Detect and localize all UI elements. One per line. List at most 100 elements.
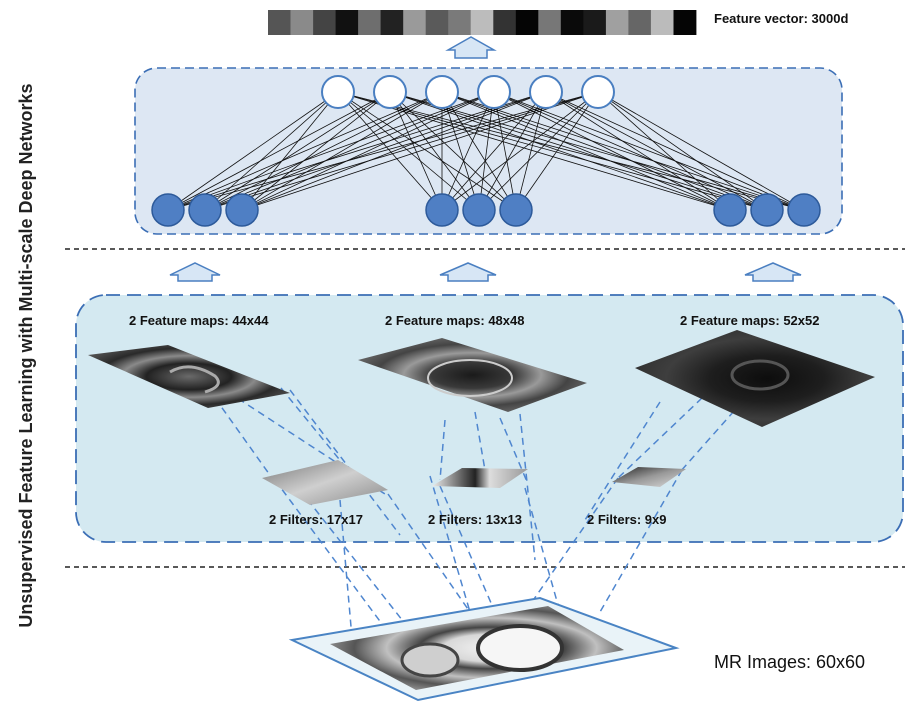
feature-vector-cell: [650, 10, 674, 35]
up-arrow-icon: [439, 262, 497, 282]
feature-map-label: 2 Feature maps: 52x52: [680, 313, 820, 328]
network-connections: [167, 91, 805, 211]
network-edge: [441, 91, 599, 211]
network-edge: [441, 91, 731, 211]
network-edge: [389, 91, 443, 211]
feature-vector-cell: [470, 10, 494, 35]
feature-vector-cell: [493, 10, 517, 35]
network-edge: [545, 91, 731, 211]
input-unit: [750, 193, 784, 227]
network-edge: [493, 91, 517, 211]
network-edge: [441, 91, 517, 211]
feature-vector-cell: [583, 10, 607, 35]
feature-map-label: 2 Feature maps: 44x44: [129, 313, 269, 328]
feature-vector-cell: [290, 10, 314, 35]
network-edge: [241, 91, 339, 211]
feature-vector-cell: [425, 10, 449, 35]
deep-network-panel: [134, 67, 843, 235]
hidden-layer: [321, 75, 615, 109]
network-edge: [441, 91, 495, 211]
feature-vector-cell: [268, 10, 291, 35]
network-edge: [545, 91, 805, 211]
network-edge: [493, 91, 731, 211]
network-edge: [389, 91, 731, 211]
network-edge: [441, 91, 768, 211]
input-unit: [787, 193, 821, 227]
network-edge: [337, 91, 731, 211]
network-edge: [167, 91, 547, 211]
feature-vector-label: Feature vector: 3000d: [714, 11, 849, 26]
hidden-unit: [373, 75, 407, 109]
input-unit: [713, 193, 747, 227]
input-unit: [151, 193, 185, 227]
input-layer: [151, 193, 821, 227]
feature-vector-cell: [538, 10, 562, 35]
network-edge: [441, 91, 805, 211]
network-edge: [597, 91, 768, 211]
network-edge: [167, 91, 599, 211]
network-edge: [167, 91, 495, 211]
feature-vector-cell: [358, 10, 381, 35]
up-arrow-icon: [169, 262, 221, 282]
input-unit: [188, 193, 222, 227]
feature-vector-cell: [628, 10, 652, 35]
network-edge: [545, 91, 768, 211]
input-unit: [425, 193, 459, 227]
mr-image-heart: [476, 624, 564, 672]
network-edge: [337, 91, 805, 211]
network-edge: [441, 91, 480, 211]
feature-vector-cell: [673, 10, 697, 35]
filter-9: [612, 467, 686, 487]
input-image-label: MR Images: 60x60: [714, 652, 866, 672]
feature-vector-cell: [403, 10, 427, 35]
filter-label: 2 Filters: 17x17: [269, 512, 363, 527]
mr-image-chamber: [400, 642, 460, 678]
network-edge: [204, 91, 339, 211]
up-arrow-icon: [445, 36, 497, 59]
network-edge: [167, 91, 391, 211]
network-edge: [441, 91, 547, 211]
side-title: Unsupervised Feature Learning with Multi…: [16, 83, 36, 628]
network-edge: [389, 91, 480, 211]
network-edge: [337, 91, 480, 211]
feature-vector-strip: [268, 10, 697, 35]
feature-vector-cell: [335, 10, 359, 35]
network-edge: [478, 91, 495, 211]
hidden-unit: [529, 75, 563, 109]
feature-vector-cell: [380, 10, 404, 35]
feature-vector-cell: [313, 10, 336, 35]
network-edge: [478, 91, 547, 211]
feature-map-52-ring: [730, 359, 790, 391]
network-edge: [478, 91, 599, 211]
feature-map-44-ring: [169, 365, 220, 394]
network-edge: [515, 91, 599, 211]
feature-vector-cell: [560, 10, 584, 35]
filter-label: 2 Filters: 9x9: [587, 512, 667, 527]
network-edge: [389, 91, 805, 211]
network-edge: [515, 91, 547, 211]
network-edge: [337, 91, 517, 211]
feature-map-label: 2 Feature maps: 48x48: [385, 313, 525, 328]
input-unit: [499, 193, 533, 227]
hidden-unit: [477, 75, 511, 109]
feature-vector-cell: [515, 10, 539, 35]
network-edge: [167, 91, 339, 211]
filter-17: [262, 460, 388, 505]
network-edge: [597, 91, 805, 211]
up-arrow-icon: [744, 262, 802, 282]
network-edge: [493, 91, 805, 211]
hidden-unit: [321, 75, 355, 109]
feature-vector-cell: [448, 10, 472, 35]
network-edge: [337, 91, 768, 211]
network-edge: [493, 91, 768, 211]
network-edge: [389, 91, 768, 211]
filter-label: 2 Filters: 13x13: [428, 512, 522, 527]
hidden-unit: [425, 75, 459, 109]
network-edge: [597, 91, 731, 211]
filter-13: [432, 468, 528, 488]
network-edge: [204, 91, 391, 211]
input-unit: [462, 193, 496, 227]
network-edge: [241, 91, 391, 211]
network-edge: [167, 91, 443, 211]
